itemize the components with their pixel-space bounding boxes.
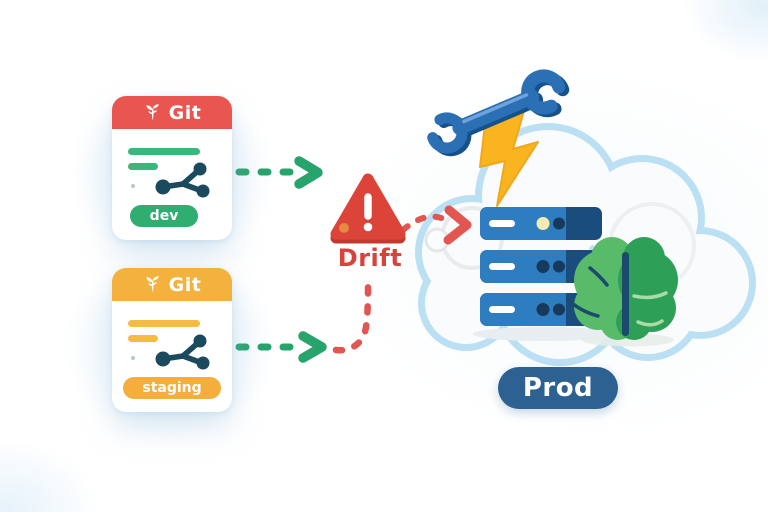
- seedling-icon: [145, 276, 159, 292]
- git-card-staging-header: Git: [112, 268, 232, 301]
- git-card-dev: Git dev: [112, 96, 232, 240]
- arrowhead: [443, 205, 472, 245]
- server-light-off: [536, 303, 550, 316]
- arrow-drift-to-prod: [400, 205, 472, 245]
- exclamation-dot: [363, 222, 373, 232]
- prod-badge: Prod: [498, 367, 618, 409]
- git-branch-icon: [155, 162, 210, 198]
- git-card-dev-title: Git: [168, 101, 202, 124]
- server-slot: [489, 263, 515, 270]
- git-card-staging-title: Git: [168, 273, 202, 296]
- server-slot: [489, 220, 515, 227]
- branch-badge-staging: staging: [123, 377, 221, 399]
- text-line-bar: [128, 148, 200, 155]
- arrowhead: [298, 331, 327, 363]
- arrow-dev-to-drift: [235, 156, 323, 189]
- triangle-highlight: [339, 223, 349, 233]
- drift-label: Drift: [337, 244, 403, 272]
- text-line-bar: [128, 163, 158, 170]
- git-branch-icon: [155, 334, 210, 370]
- server-light-on: [536, 217, 550, 230]
- tiny-dot: [131, 184, 135, 188]
- tree-trunk: [622, 252, 629, 336]
- server-unit: [480, 207, 602, 240]
- wrench-icon: [427, 69, 570, 157]
- branch-badge-dev: dev: [130, 205, 198, 227]
- server-unit: [480, 250, 602, 283]
- arrow-staging-to-drift: [235, 331, 327, 363]
- server-shadow: [473, 327, 617, 341]
- git-card-staging: Git staging: [112, 268, 232, 412]
- drift-link-curve: [332, 277, 372, 354]
- server-slot: [489, 306, 515, 313]
- text-line-bar: [128, 335, 158, 342]
- tree-icon: [566, 237, 678, 347]
- server-light-off: [553, 303, 565, 316]
- server-light-off: [553, 260, 565, 273]
- seedling-icon: [145, 104, 159, 120]
- server-light-off: [536, 260, 550, 273]
- server-light-off: [553, 217, 565, 230]
- warning-triangle-icon: [330, 173, 406, 244]
- tiny-dot: [131, 356, 135, 360]
- arrowhead: [294, 156, 323, 189]
- git-card-dev-header: Git: [112, 96, 232, 129]
- text-line-bar: [128, 320, 200, 327]
